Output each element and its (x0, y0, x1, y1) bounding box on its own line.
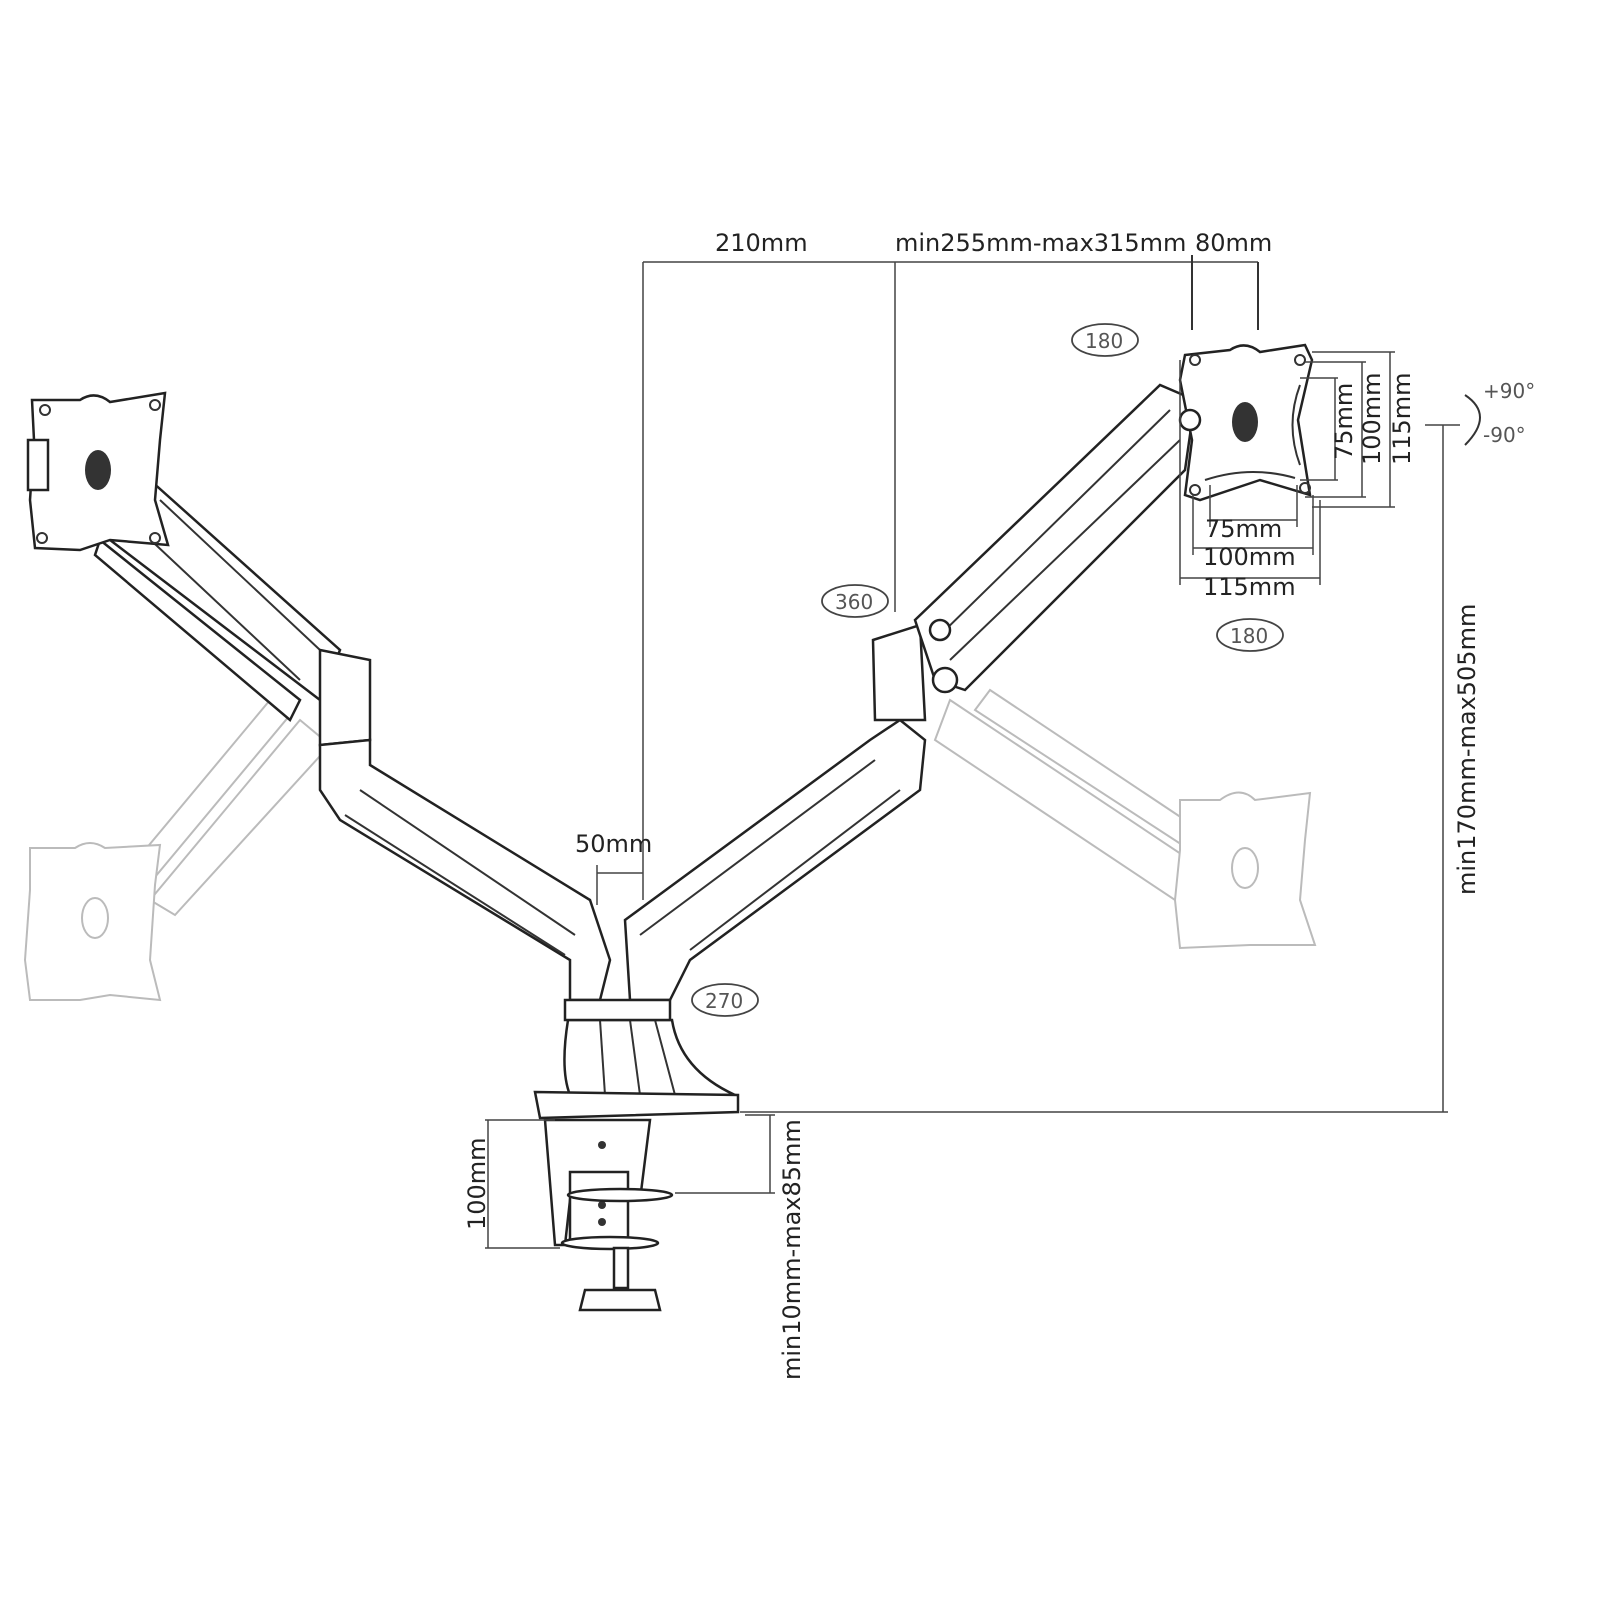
ghost-right-arm (933, 688, 1317, 950)
label-plate-offset: 80mm (1195, 229, 1272, 257)
ghost-left-arm (23, 698, 332, 1002)
label-arm-rotation: 360 (835, 590, 873, 614)
label-pole-width: 50mm (575, 830, 652, 858)
arm-rotation-oval (821, 584, 889, 618)
label-tilt-down: -90° (1483, 423, 1526, 447)
label-clamp-height: 100mm (463, 1137, 491, 1230)
right-lower-arm (623, 623, 927, 1002)
swivel-bottom-oval (1216, 618, 1284, 652)
label-reach-outer: min255mm-max315mm (895, 229, 1186, 257)
label-height-range: min170mm-max505mm (1453, 604, 1481, 895)
label-swivel-bottom: 180 (1230, 624, 1268, 648)
left-monitor-arm (26, 391, 342, 722)
label-vesa-v-75: 75mm (1330, 383, 1358, 460)
left-lower-arm (318, 648, 612, 1002)
label-swivel-top: 180 (1085, 329, 1123, 353)
label-vesa-h-75: 75mm (1205, 515, 1282, 543)
label-vesa-v-100: 100mm (1358, 372, 1386, 465)
rotation-indicators (691, 323, 1284, 1017)
label-desk-thickness: min10mm-max85mm (778, 1119, 806, 1380)
label-vesa-v-115: 115mm (1388, 372, 1416, 465)
label-base-rotation: 270 (705, 989, 743, 1013)
base-rotation-oval (691, 983, 759, 1017)
base-column (533, 998, 740, 1120)
label-tilt-up: +90° (1483, 379, 1535, 403)
label-vesa-h-100: 100mm (1203, 543, 1296, 571)
swivel-top-oval (1071, 323, 1139, 357)
label-reach-inner: 210mm (715, 229, 808, 257)
label-vesa-h-115: 115mm (1203, 573, 1296, 601)
dimension-lines (485, 255, 1481, 1249)
desk-clamp (543, 1118, 674, 1312)
